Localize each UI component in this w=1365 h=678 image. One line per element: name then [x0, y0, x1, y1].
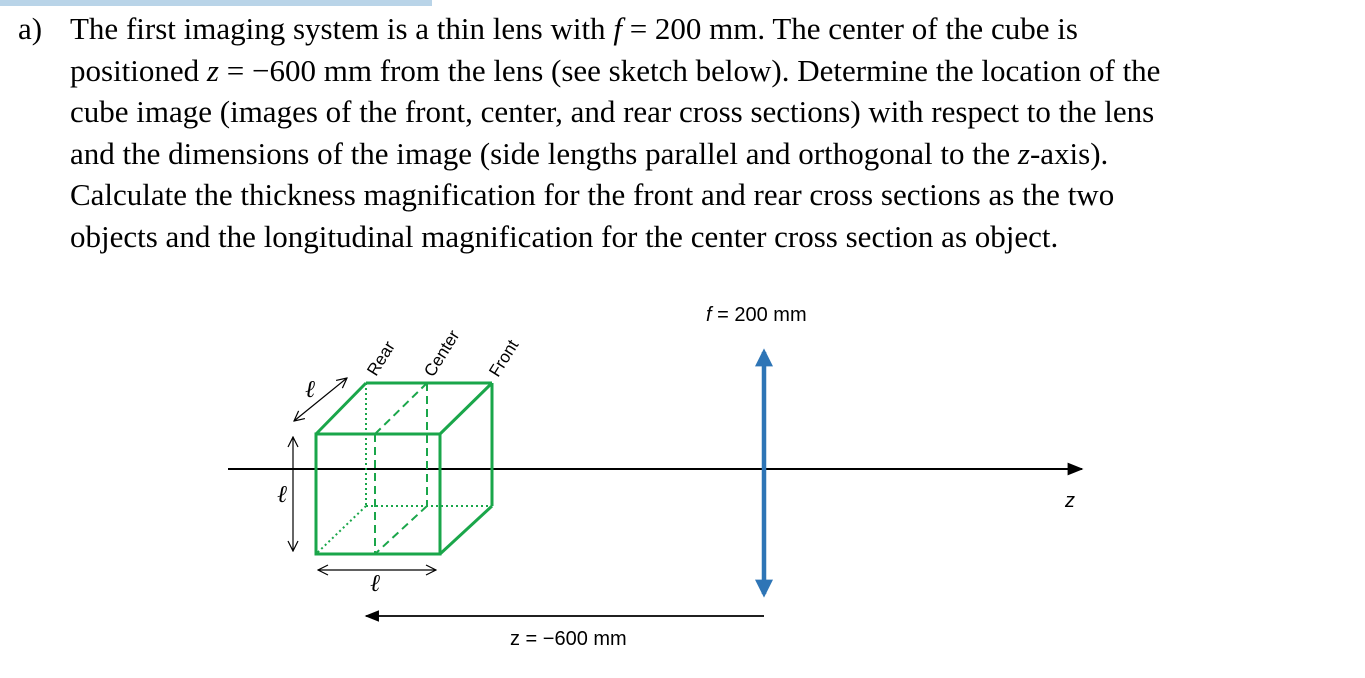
text-line: and the dimensions of the image (side le… — [70, 133, 1362, 175]
text-run: objects and the longitudinal magnificati… — [70, 218, 1059, 254]
math-variable: z — [1017, 135, 1030, 171]
lens-label: f = 200 mm — [706, 304, 807, 326]
text-run: cube image (images of the front, center,… — [70, 94, 1155, 129]
item-label: a) — [18, 11, 43, 46]
text-run: The first imaging system is a thin lens … — [70, 11, 614, 46]
center-section-edge — [374, 382, 428, 435]
text-run: and the dimensions of the image (side le… — [70, 135, 1018, 171]
text-line: positioned z = −600 mm from the lens (se… — [70, 50, 1362, 92]
text-line: objects and the longitudinal magnificati… — [70, 216, 1362, 258]
text-run: positioned — [70, 52, 207, 88]
text-run: = 200 mm. The center of the cube is — [621, 11, 1078, 46]
front-section-label: Front — [485, 336, 522, 380]
axis-label: z — [1064, 490, 1075, 512]
distance-label: z = −600 mm — [510, 628, 627, 650]
height-length-symbol: ℓ — [277, 482, 287, 508]
cube-front-face — [314, 432, 442, 556]
text-line: Calculate the thickness magnification fo… — [70, 174, 1362, 216]
lens-focal-symbol: f — [706, 304, 714, 326]
text-run: = −600 mm from the lens (see sketch belo… — [219, 52, 1161, 88]
cube-edge — [438, 381, 494, 436]
text-run: -axis). — [1029, 135, 1109, 171]
cube — [314, 381, 494, 556]
math-variable: f — [613, 11, 622, 46]
lens-focal-value: = 200 mm — [712, 304, 807, 326]
text-line: cube image (images of the front, center,… — [70, 91, 1362, 133]
cube-hidden-edge — [315, 505, 367, 555]
rear-section-label: Rear — [363, 338, 399, 380]
center-section-edge — [374, 505, 428, 555]
cube-edge — [438, 504, 494, 556]
depth-dimension-arrow — [294, 378, 347, 421]
text-line: The first imaging system is a thin lens … — [70, 8, 1362, 50]
item-text: The first imaging system is a thin lens … — [70, 8, 1362, 257]
cube-edge — [314, 381, 368, 436]
math-variable: z — [206, 52, 219, 88]
center-section-label: Center — [420, 326, 463, 380]
depth-length-symbol: ℓ — [305, 377, 315, 403]
text-run: Calculate the thickness magnification fo… — [70, 177, 1115, 212]
width-length-symbol: ℓ — [370, 571, 380, 597]
top-rule — [0, 0, 432, 6]
